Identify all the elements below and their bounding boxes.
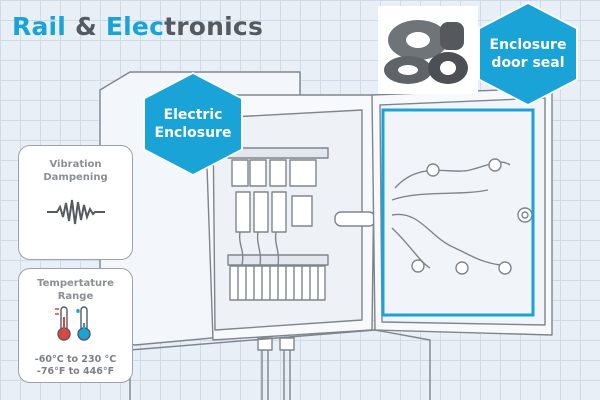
din-rail-top — [227, 147, 329, 159]
title-part: Elec — [105, 12, 165, 41]
temperature-card: Tempertature Range -60°C to 230 °C -76°F… — [18, 268, 133, 383]
celsius-range: -60°C to 230 °C — [34, 354, 117, 365]
door-seal-outline — [381, 108, 535, 317]
title-part: tronics — [164, 12, 264, 41]
fahrenheit-range: -76°F to 446°F — [36, 366, 115, 377]
terminal-blocks — [229, 265, 326, 301]
door-seal-label: Enclosure door seal — [489, 37, 567, 71]
electric-enclosure-label: Electric Enclosure — [154, 107, 232, 141]
vibration-title: Vibration Dampening — [43, 159, 108, 183]
foam-seal-sample — [378, 6, 478, 94]
wire-gland — [334, 211, 376, 227]
vibration-card: Vibration Dampening — [18, 145, 133, 260]
wires-vertical — [238, 231, 280, 266]
temperature-title: Tempertature Range — [37, 278, 114, 302]
title-part: & — [66, 12, 106, 41]
page-title: Rail & Electronics — [12, 12, 263, 41]
thermometer-icon — [55, 306, 91, 341]
title-part: Rail — [12, 12, 67, 41]
cable-glands — [257, 337, 295, 400]
vibration-waveform-icon — [47, 199, 105, 225]
breakers-top — [231, 159, 317, 233]
